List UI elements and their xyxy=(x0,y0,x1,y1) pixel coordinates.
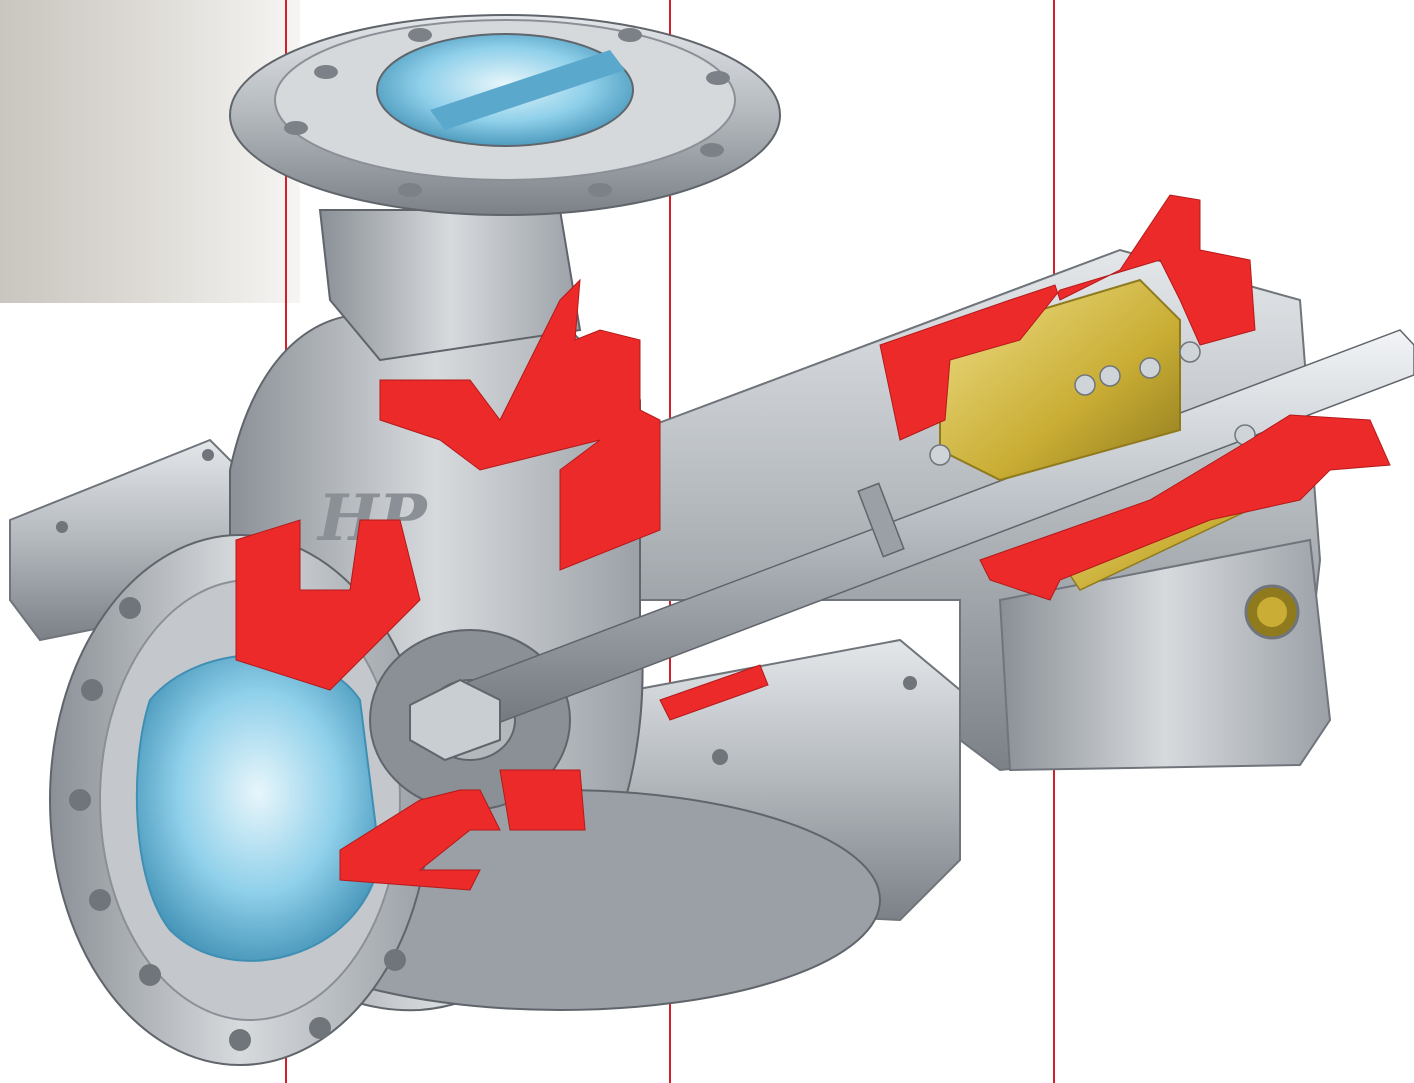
base-bolt-hole xyxy=(56,521,68,533)
cut-casing-upper xyxy=(379,278,661,571)
base-bolt-hole xyxy=(202,449,214,461)
cut-volute-right xyxy=(499,769,586,831)
discharge-vane xyxy=(430,50,625,130)
cut-bearing-cover-lower xyxy=(979,414,1391,601)
shaft-collar xyxy=(857,482,905,558)
pedestal-bolt-hole xyxy=(903,676,917,690)
impeller-nut xyxy=(409,678,501,762)
cut-casing-lower xyxy=(235,519,421,691)
suction-flange-bolt-holes xyxy=(69,597,406,1051)
suction-bore xyxy=(135,654,382,962)
bearing-housing-end-box xyxy=(998,538,1332,772)
discharge-flange-bolt-holes xyxy=(284,28,730,197)
bearing-balls xyxy=(929,341,1256,466)
cut-seal-gland xyxy=(659,664,769,721)
section-cut-regions xyxy=(235,194,1391,891)
cut-volute-bottom xyxy=(339,789,501,891)
cut-bearing-cover-upper xyxy=(879,194,1256,441)
pedestal-bolt-hole xyxy=(712,749,728,765)
drain-port-bore xyxy=(1257,597,1287,627)
